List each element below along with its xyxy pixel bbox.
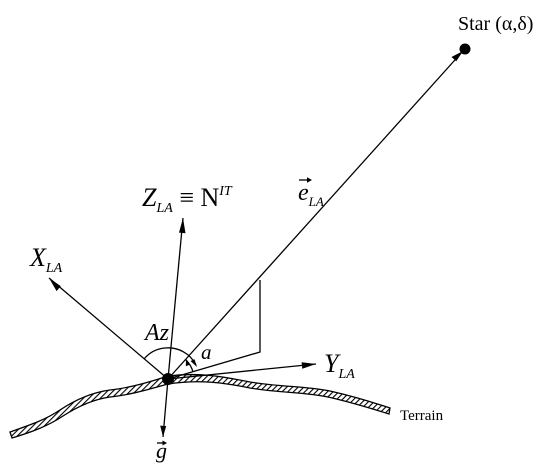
z-axis-arrowhead xyxy=(179,218,186,234)
x-axis-label: XLA xyxy=(29,243,63,276)
gravity-overarrow-head xyxy=(162,440,167,446)
origin-point xyxy=(162,373,174,385)
x-axis-arrowhead xyxy=(49,278,61,292)
altitude-label: a xyxy=(201,340,212,364)
line-of-sight-vector xyxy=(167,50,464,380)
star-marker xyxy=(459,43,471,55)
y-axis-line xyxy=(167,363,317,380)
azimuth-arc-arrowhead xyxy=(190,359,197,367)
terrain-surface xyxy=(9,373,391,439)
x-axis-line xyxy=(48,277,169,380)
z-axis-line xyxy=(167,217,184,380)
gravity-vector-label: g xyxy=(156,438,167,463)
z-axis-label: ZLA ≡ NIT xyxy=(142,183,233,216)
e-vector-overarrow-head xyxy=(307,177,312,183)
line-of-sight-arrowhead xyxy=(451,51,463,62)
e-vector-label: eLA xyxy=(298,180,324,209)
star-label: Star (α,δ) xyxy=(458,13,533,35)
gravity-vector-arrowhead xyxy=(160,425,167,437)
y-axis-label: YLA xyxy=(324,349,355,382)
y-axis-arrowhead xyxy=(301,362,316,369)
terrain-label: Terrain xyxy=(400,408,444,424)
altitude-arc-arrowhead xyxy=(185,359,190,367)
projection-triangle xyxy=(167,280,261,380)
azimuth-arc xyxy=(143,347,166,360)
azimuth-label: Az xyxy=(143,320,170,346)
